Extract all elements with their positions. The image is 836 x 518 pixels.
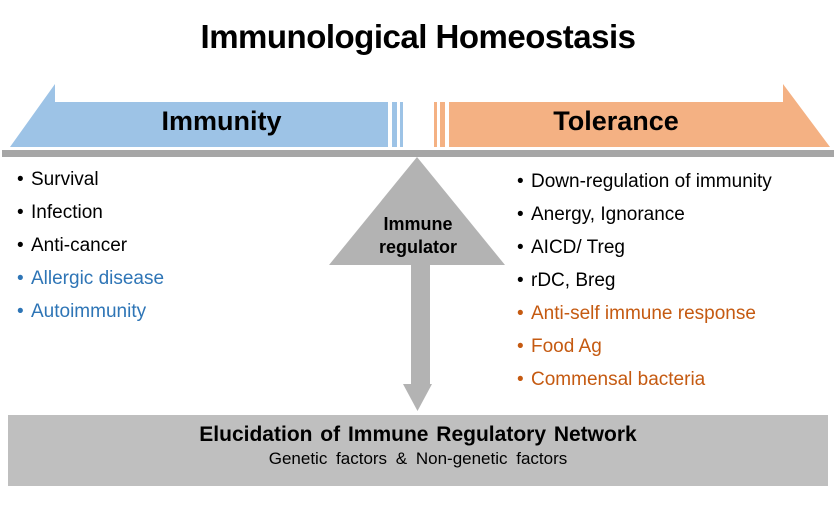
list-item: • Infection: [17, 196, 317, 229]
page-title: Immunological Homeostasis: [200, 18, 636, 55]
bullet-icon: •: [17, 168, 24, 190]
list-item-label: Anergy, Ignorance: [531, 203, 685, 225]
immunity-arrow-shape: [10, 84, 388, 147]
list-item: • Autoimmunity: [17, 295, 317, 328]
list-item: • Anti-cancer: [17, 229, 317, 262]
immunity-arrow-stripe-thin: [400, 102, 403, 147]
list-item-label: Food Ag: [531, 335, 602, 357]
bullet-icon: •: [517, 269, 524, 291]
immunity-arrow-label: Immunity: [161, 106, 282, 136]
list-item-label: Commensal bacteria: [531, 368, 706, 390]
bullet-icon: •: [517, 203, 524, 225]
tolerance-arrow-shape: [449, 84, 830, 147]
list-item-label: Autoimmunity: [31, 300, 147, 322]
immune-regulator-triangle: [329, 157, 505, 265]
tolerance-arrow-stripe-wide: [440, 102, 445, 147]
list-item: • AICD/ Treg: [517, 231, 827, 264]
list-item: • rDC, Breg: [517, 264, 827, 297]
list-item-label: Down-regulation of immunity: [531, 170, 772, 192]
list-item: • Food Ag: [517, 330, 827, 363]
bullet-icon: •: [517, 170, 524, 192]
bullet-icon: •: [17, 300, 24, 322]
elucidation-box: Elucidation of Immune Regulatory Network…: [8, 415, 828, 486]
tolerance-arrow-stripe-thin: [434, 102, 437, 147]
immune-regulator-label: Immune regulator: [378, 214, 457, 257]
balance-bar: [2, 150, 834, 157]
list-item-label: Anti-self immune response: [531, 302, 756, 324]
list-item-label: Survival: [31, 168, 99, 190]
immunity-list: • Survival • Infection • Anti-cancer • Allergic…: [17, 163, 317, 328]
list-item-label: rDC, Breg: [531, 269, 616, 291]
down-arrow-head: [403, 384, 432, 411]
list-item: • Survival: [17, 163, 317, 196]
list-item: • Anti-self immune response: [517, 297, 827, 330]
bullet-icon: •: [17, 201, 24, 223]
immunity-arrow-stripe-wide: [392, 102, 397, 147]
list-item: • Allergic disease: [17, 262, 317, 295]
bullet-icon: •: [517, 236, 524, 258]
bullet-icon: •: [517, 335, 524, 357]
bullet-icon: •: [17, 267, 24, 289]
list-item-label: Allergic disease: [31, 267, 165, 289]
down-arrow-stem: [411, 264, 430, 384]
elucidation-box-title: Elucidation of Immune Regulatory Network: [199, 423, 637, 446]
list-item: • Commensal bacteria: [517, 363, 827, 396]
list-item-label: AICD/ Treg: [531, 236, 625, 258]
bullet-icon: •: [517, 302, 524, 324]
tolerance-list: • Down-regulation of immunity • Anergy, Ign…: [517, 165, 827, 396]
list-item-label: Anti-cancer: [31, 234, 128, 256]
tolerance-arrow-label: Tolerance: [553, 106, 679, 136]
bullet-icon: •: [517, 368, 524, 390]
bullet-icon: •: [17, 234, 24, 256]
list-item-label: Infection: [31, 201, 103, 223]
list-item: • Down-regulation of immunity: [517, 165, 827, 198]
list-item: • Anergy, Ignorance: [517, 198, 827, 231]
elucidation-box-subtitle: Genetic factors & Non-genetic factors: [268, 449, 568, 468]
